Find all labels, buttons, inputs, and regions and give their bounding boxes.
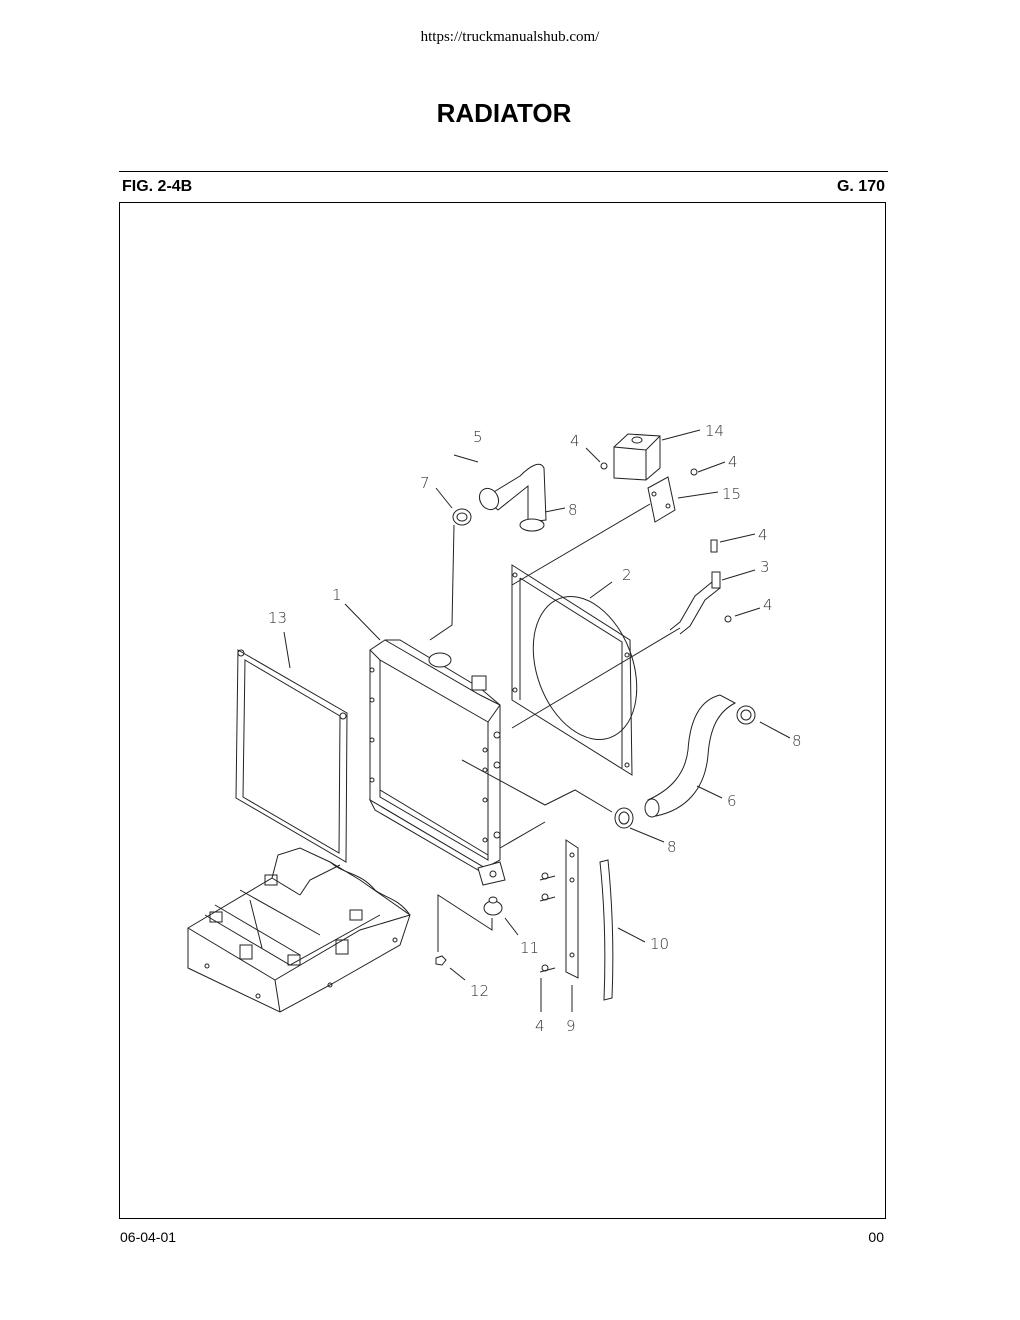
callout-15: 15 — [722, 485, 741, 503]
figure-frame — [119, 202, 886, 1219]
page-title: RADIATOR — [436, 98, 572, 128]
source-url: https://truckmanualshub.com/ — [420, 29, 600, 45]
part-9-side-plate — [565, 839, 579, 979]
callout-3: 3 — [760, 558, 770, 576]
header-rule — [119, 171, 888, 172]
callout-5: 5 — [473, 428, 483, 446]
leader-lines — [283, 429, 791, 1012]
figure-number: FIG. 2-4B — [122, 178, 193, 195]
group-number: G. 170 — [836, 178, 885, 195]
part-8-clamp-lower — [614, 807, 634, 829]
part-8-clamp-right — [736, 705, 756, 725]
part-8-clamp-upper — [519, 518, 545, 532]
callout-4-b: 4 — [728, 453, 738, 471]
callout-6: 6 — [727, 792, 737, 810]
part-13-screen — [235, 649, 348, 863]
part-15-bracket — [647, 476, 676, 523]
part-10-seal — [599, 859, 614, 1001]
part-7-clamp — [452, 508, 472, 526]
callout-4-d: 4 — [763, 596, 773, 614]
callout-10: 10 — [650, 935, 669, 953]
footer-revision: 00 — [868, 1229, 884, 1245]
callout-12: 12 — [470, 982, 489, 1000]
callout-14: 14 — [705, 422, 724, 440]
callout-4-a: 4 — [570, 432, 580, 450]
callout-4-c: 4 — [758, 526, 768, 544]
callout-1: 1 — [332, 586, 342, 604]
callout-4-e: 4 — [535, 1017, 545, 1035]
part-14-reservoir — [613, 433, 661, 481]
callout-13: 13 — [268, 609, 287, 627]
callout-9: 9 — [566, 1017, 576, 1035]
part-2-fan-shroud — [511, 564, 638, 776]
part-5-upper-hose — [478, 463, 547, 523]
callout-2: 2 — [622, 566, 632, 584]
callout-labels: 1 2 3 4 4 4 4 4 4 5 6 7 8 8 8 9 10 11 12… — [268, 422, 802, 1035]
part-3-stay — [669, 571, 721, 635]
chassis-frame — [187, 847, 411, 1013]
callout-8-b: 8 — [792, 732, 802, 750]
callout-8-c: 8 — [667, 838, 677, 856]
part-4-bolts — [541, 462, 732, 972]
part-1-radiator — [368, 639, 506, 886]
callout-8-a: 8 — [568, 501, 578, 519]
part-6-lower-hose — [644, 694, 737, 818]
part-11-mount — [483, 896, 503, 916]
footer-date: 06-04-01 — [120, 1229, 177, 1245]
callout-7: 7 — [420, 474, 430, 492]
callout-11: 11 — [520, 939, 539, 957]
part-12-nut — [435, 955, 447, 966]
